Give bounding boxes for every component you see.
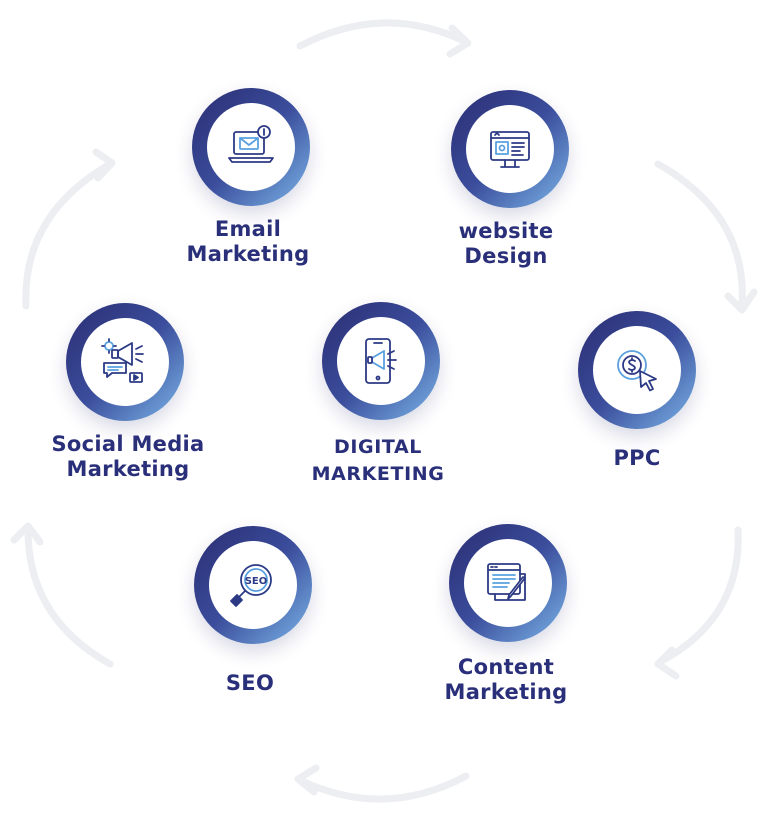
email-marketing-node	[192, 88, 310, 206]
svg-text:SEO: SEO	[245, 576, 268, 587]
arrowhead-top	[446, 24, 472, 58]
content-marketing-node	[449, 524, 567, 642]
arrowhead-left-lower	[10, 522, 44, 546]
seo-magnifier-icon: SEO	[230, 564, 272, 607]
megaphone-chat-icon	[101, 338, 144, 383]
cycle-arc-top	[296, 19, 470, 50]
seo-label: SEO	[225, 671, 275, 695]
website-design-label: website Design	[458, 219, 554, 268]
cycle-arc-left-upper	[22, 160, 114, 310]
website-design-node	[451, 90, 569, 208]
digital-marketing-node	[322, 302, 440, 420]
cycle-arc-right-lower	[656, 526, 742, 666]
social-media-marketing-node	[66, 303, 184, 421]
content-marketing-label: Content Marketing	[444, 655, 568, 704]
ppc-node	[578, 311, 696, 429]
cycle-arc-left-lower	[24, 526, 114, 668]
email-marketing-label: Email Marketing	[186, 217, 310, 266]
monitor-webpage-icon	[490, 131, 530, 168]
seo-node: SEO	[194, 526, 312, 644]
cycle-arc-right-upper	[654, 160, 746, 310]
dollar-cursor-icon	[617, 350, 657, 392]
arrowhead-bottom	[294, 764, 320, 796]
arrowhead-right-upper	[724, 288, 758, 314]
arrowhead-right-lower	[654, 646, 680, 680]
social-media-marketing-label: Social Media Marketing	[51, 432, 205, 481]
digital-marketing-label: DIGITAL MARKETING	[311, 436, 445, 485]
ppc-label: PPC	[613, 446, 661, 470]
arrowhead-left-upper	[92, 148, 116, 182]
laptop-mail-icon	[228, 125, 274, 163]
cycle-arc-bottom	[296, 772, 470, 803]
content-pencil-icon	[487, 563, 526, 601]
phone-megaphone-icon	[365, 338, 397, 384]
